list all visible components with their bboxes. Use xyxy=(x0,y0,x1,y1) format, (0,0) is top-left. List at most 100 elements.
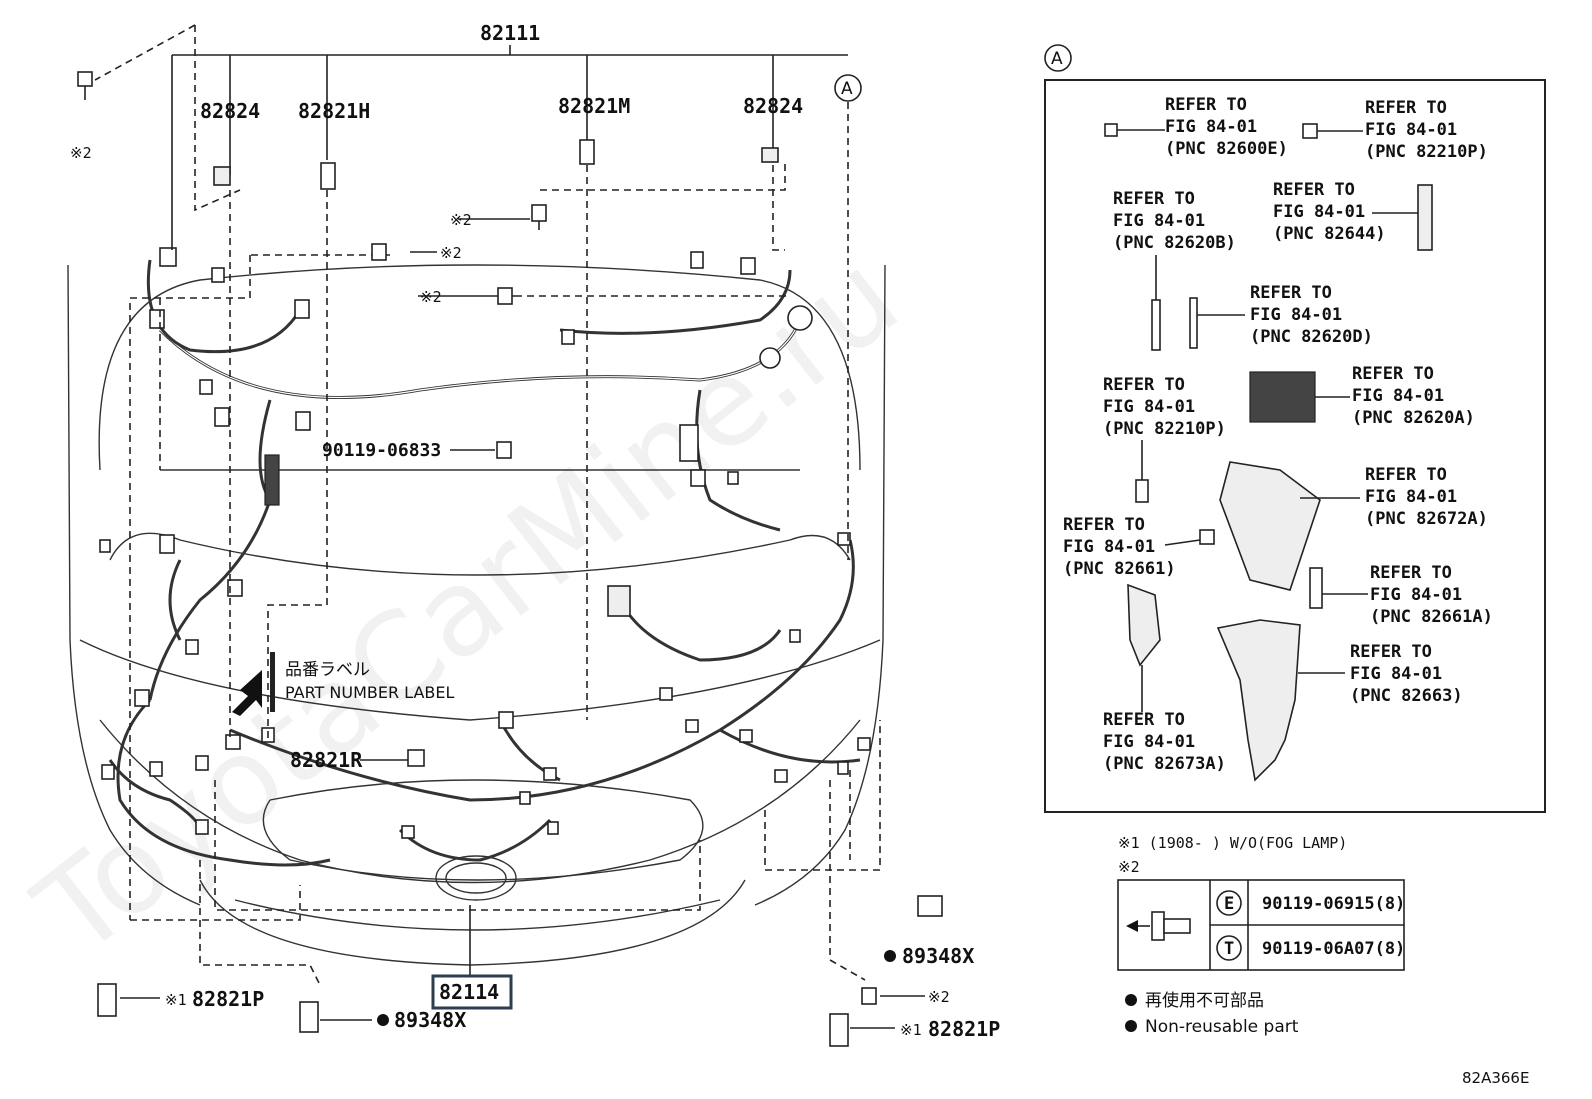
connector-icon xyxy=(1302,123,1318,139)
svg-text:REFER TO: REFER TO xyxy=(1103,375,1185,395)
svg-text:REFER TO: REFER TO xyxy=(1352,364,1434,384)
legend-code-t: T xyxy=(1224,939,1234,959)
nonreuse-en: Non-reusable part xyxy=(1145,1017,1299,1037)
clip-icon xyxy=(213,166,231,186)
bolt-icon xyxy=(861,987,877,1005)
svg-text:REFER TO: REFER TO xyxy=(1365,465,1447,485)
connector-icon xyxy=(320,162,336,190)
fuse-box-icon xyxy=(1219,461,1321,591)
connector-icon xyxy=(1189,297,1198,349)
svg-text:REFER TO: REFER TO xyxy=(1165,95,1247,115)
bolt-icon xyxy=(497,287,513,305)
label-82824-right: 82824 xyxy=(743,94,803,118)
svg-text:FIG 84-01: FIG 84-01 xyxy=(1273,202,1365,222)
refer-box-82600e: REFER TO FIG 84-01 (PNC 82600E) xyxy=(1165,95,1288,159)
mark2-c: ※2 xyxy=(440,244,462,262)
svg-text:REFER TO: REFER TO xyxy=(1370,563,1452,583)
part-number-label-en: PART NUMBER LABEL xyxy=(285,683,454,702)
harness-routing xyxy=(108,259,861,867)
legend-note2: ※2 xyxy=(1118,858,1140,876)
label-82821p-left: 82821P xyxy=(192,987,264,1011)
leader-lines xyxy=(94,24,925,1029)
refer-box-82210p-top: REFER TO FIG 84-01 (PNC 82210P) xyxy=(1365,98,1488,162)
svg-text:(PNC 82600E): (PNC 82600E) xyxy=(1165,139,1288,159)
svg-text:(PNC 82663): (PNC 82663) xyxy=(1350,686,1463,706)
svg-text:FIG 84-01: FIG 84-01 xyxy=(1250,305,1342,325)
mark2-b: ※2 xyxy=(450,211,472,229)
refer-box-82210p-mid: REFER TO FIG 84-01 (PNC 82210P) xyxy=(1103,375,1226,439)
connector-icon xyxy=(1199,529,1215,545)
refer-box-82644: REFER TO FIG 84-01 (PNC 82644) xyxy=(1273,180,1386,244)
svg-text:REFER TO: REFER TO xyxy=(1350,642,1432,662)
bolt-icon xyxy=(496,441,512,459)
diagram-id: 82A366E xyxy=(1462,1069,1529,1087)
legend-part-e: 90119-06915(8) xyxy=(1262,894,1405,914)
detail-panel-a: REFER TO FIG 84-01 (PNC 82600E) REFER TO… xyxy=(1044,79,1546,813)
refer-box-82620b: REFER TO FIG 84-01 (PNC 82620B) xyxy=(1113,189,1236,253)
svg-text:FIG 84-01: FIG 84-01 xyxy=(1063,537,1155,557)
svg-text:FIG 84-01: FIG 84-01 xyxy=(1365,120,1457,140)
part-number-label-arrow xyxy=(232,670,262,716)
legend-note1: ※1 (1908- ) W/O(FOG LAMP) xyxy=(1118,834,1347,852)
mark2-d: ※2 xyxy=(420,288,442,306)
legend-code-e: E xyxy=(1224,894,1234,914)
svg-text:REFER TO: REFER TO xyxy=(1365,98,1447,118)
arrow-icon xyxy=(1126,920,1138,932)
label-82824-left: 82824 xyxy=(200,99,260,123)
bolt-icon xyxy=(1151,911,1165,941)
nonreuse-jp: 再使用不可部品 xyxy=(1145,990,1264,1011)
refer-box-82620a: REFER TO FIG 84-01 (PNC 82620A) xyxy=(1352,364,1475,428)
highlight-82114 xyxy=(431,974,513,1010)
mark2-e: ※2 xyxy=(928,988,950,1006)
label-90119-06833: 90119-06833 xyxy=(322,440,441,461)
svg-text:FIG 84-01: FIG 84-01 xyxy=(1103,397,1195,417)
bolt-icon xyxy=(77,71,93,100)
svg-text:(PNC 82210P): (PNC 82210P) xyxy=(1365,142,1488,162)
part-number-label-jp: 品番ラベル xyxy=(285,660,370,680)
label-82821m: 82821M xyxy=(558,94,630,118)
svg-text:(PNC 82672A): (PNC 82672A) xyxy=(1365,509,1488,529)
legend: ※1 (1908- ) W/O(FOG LAMP) ※2 E T 90119-0… xyxy=(1117,834,1405,1037)
label-82111: 82111 xyxy=(480,21,540,45)
svg-text:REFER TO: REFER TO xyxy=(1113,189,1195,209)
bolt-icon xyxy=(371,243,387,261)
svg-text:(PNC 82661A): (PNC 82661A) xyxy=(1370,607,1493,627)
callout-a: A xyxy=(834,74,862,102)
refer-box-82661: REFER TO FIG 84-01 (PNC 82661) xyxy=(1063,515,1176,579)
svg-text:(PNC 82620D): (PNC 82620D) xyxy=(1250,327,1373,347)
refer-box-82672a: REFER TO FIG 84-01 (PNC 82672A) xyxy=(1365,465,1488,529)
connector-icon xyxy=(407,749,425,767)
label-82821h: 82821H xyxy=(298,99,370,123)
svg-text:(PNC 82620A): (PNC 82620A) xyxy=(1352,408,1475,428)
svg-text:FIG 84-01: FIG 84-01 xyxy=(1365,487,1457,507)
svg-text:FIG 84-01: FIG 84-01 xyxy=(1352,386,1444,406)
svg-text:(PNC 82210P): (PNC 82210P) xyxy=(1103,419,1226,439)
bolt-icon xyxy=(531,204,547,230)
connector-icon xyxy=(1151,299,1161,351)
label-82114: 82114 xyxy=(439,980,499,1004)
connector-icon xyxy=(1135,479,1149,503)
connector-icon xyxy=(97,983,117,1017)
connector-icon xyxy=(1309,567,1323,609)
relay-block-icon xyxy=(1249,371,1316,423)
connector-icon xyxy=(1104,123,1118,137)
mark2-a: ※2 xyxy=(70,144,92,162)
clip-icon xyxy=(761,147,779,163)
svg-text:A: A xyxy=(1051,49,1063,69)
label-82821r: 82821R xyxy=(290,748,363,772)
svg-text:REFER TO: REFER TO xyxy=(1103,710,1185,730)
svg-text:A: A xyxy=(841,79,853,99)
svg-text:REFER TO: REFER TO xyxy=(1250,283,1332,303)
clamp-icon xyxy=(299,1001,319,1033)
svg-text:(PNC 82661): (PNC 82661) xyxy=(1063,559,1176,579)
svg-text:(PNC 82644): (PNC 82644) xyxy=(1273,224,1386,244)
refer-box-82620d: REFER TO FIG 84-01 (PNC 82620D) xyxy=(1250,283,1373,347)
svg-text:(PNC 82673A): (PNC 82673A) xyxy=(1103,754,1226,774)
cover-icon xyxy=(1216,619,1301,782)
svg-text:REFER TO: REFER TO xyxy=(1063,515,1145,535)
svg-text:REFER TO: REFER TO xyxy=(1273,180,1355,200)
svg-text:FIG 84-01: FIG 84-01 xyxy=(1165,117,1257,137)
svg-text:FIG 84-01: FIG 84-01 xyxy=(1103,732,1195,752)
connector-icon xyxy=(579,139,595,165)
label-89348x-right: 89348X xyxy=(902,944,974,968)
